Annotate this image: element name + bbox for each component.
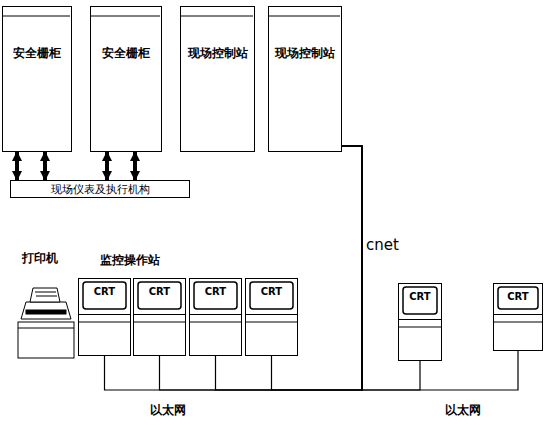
cabinet-outline (91, 7, 160, 150)
double-arrow (105, 152, 109, 180)
node-label: CRT (78, 286, 131, 297)
cabinet-outline (3, 7, 70, 150)
double-arrow (133, 152, 137, 180)
operator-station: CRT (245, 278, 298, 356)
text-label: 打印机 (22, 250, 58, 267)
node-label: CRT (133, 286, 186, 297)
operator-station: CRT (398, 283, 442, 361)
cabinet-box: 现场控制站 (180, 6, 255, 152)
node-label: CRT (245, 286, 298, 297)
double-arrow (15, 152, 19, 180)
double-arrow (43, 152, 47, 180)
node-label: 安全栅柜 (102, 45, 150, 62)
cabinet-outline (181, 7, 253, 150)
node-label: 安全栅柜 (13, 45, 61, 62)
node-label: 现场仪表及执行机构 (51, 182, 150, 197)
text-label: 以太网 (150, 402, 186, 419)
node-label: CRT (398, 291, 442, 302)
operator-station: CRT (133, 278, 186, 356)
text-label: 以太网 (445, 402, 481, 419)
operator-station: CRT (189, 278, 242, 356)
cabinet-box: 安全栅柜 (2, 6, 72, 152)
node-label: 现场控制站 (275, 45, 335, 62)
field-device-box: 现场仪表及执行机构 (10, 180, 190, 198)
text-label: 监控操作站 (100, 252, 160, 269)
node-label: 现场控制站 (188, 45, 248, 62)
cabinet-box: 现场控制站 (268, 6, 342, 152)
operator-station: CRT (493, 283, 543, 351)
printer-symbol (18, 288, 74, 358)
cabinet-box: 安全栅柜 (90, 6, 162, 152)
operator-station: CRT (78, 278, 131, 356)
node-label: CRT (189, 286, 242, 297)
network-line (342, 146, 518, 390)
text-label: cnet (366, 236, 399, 254)
node-label: CRT (493, 291, 543, 302)
cabinet-outline (269, 7, 340, 150)
